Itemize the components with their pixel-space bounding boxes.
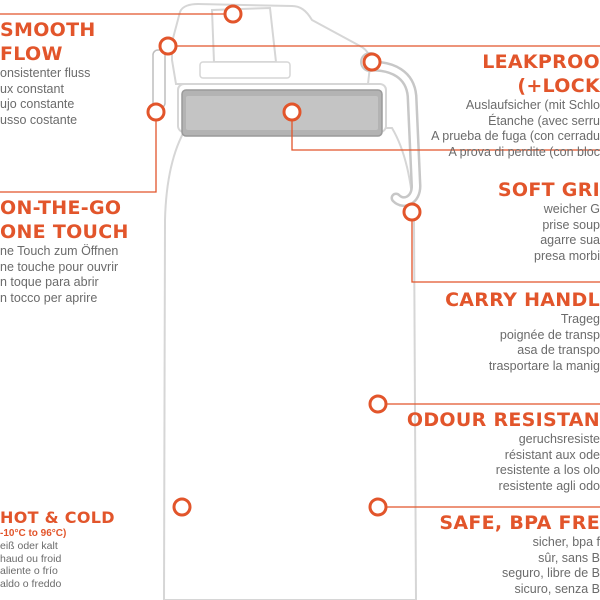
on-the-go-title-2: ONE TOUCH	[0, 221, 129, 243]
on-the-go-line: n toque para abrir	[0, 275, 99, 289]
bpa-line: sicher, bpa f	[532, 535, 600, 549]
bpa-line: sicuro, senza B	[514, 581, 600, 596]
leakproof-line: A prueba de fuga (con cerradu	[431, 129, 600, 143]
callout-dot-handle	[402, 202, 422, 222]
hot-cold-line: aldo o freddo	[0, 577, 62, 590]
on-the-go-title-1: ON-THE-GO	[0, 197, 122, 219]
carry-handle-line: poignée de transp	[499, 327, 600, 342]
smooth-flow-title-2: FLOW	[0, 43, 63, 65]
bpa-line: sûr, sans B	[538, 550, 600, 565]
feature-on-the-go: ON-THE-GO ONE TOUCH ne Touch zum Öffnen …	[0, 196, 129, 306]
bpa-title: SAFE, BPA FRE	[439, 512, 600, 534]
bottle-spout	[210, 6, 278, 63]
leakproof-line: Étanche (avec serru	[488, 113, 600, 128]
smooth-flow-title-1: SMOOTH	[0, 19, 96, 41]
callout-dot-bpa	[368, 497, 388, 517]
carry-handle-title: CARRY HANDL	[445, 289, 600, 311]
callout-lines	[0, 13, 600, 508]
callout-dot-lid	[158, 36, 178, 56]
carry-handle-line: Trageg	[560, 312, 600, 326]
odour-line: geruchsresiste	[518, 432, 600, 446]
soft-grip-line: presa morbi	[534, 248, 600, 263]
callout-dot-lock	[362, 52, 382, 72]
bottle-body	[162, 127, 418, 600]
on-the-go-line: ne Touch zum Öffnen	[0, 244, 119, 258]
callout-dot-odour	[368, 394, 388, 414]
odour-line: résistant aux ode	[504, 447, 600, 462]
on-the-go-line: ne touche pour ouvrir	[0, 259, 119, 274]
feature-carry-handle: CARRY HANDL Trageg poignée de transp asa…	[445, 288, 600, 374]
soft-grip-line: weicher G	[543, 202, 600, 216]
feature-smooth-flow: SMOOTH FLOW onsistenter fluss ux constan…	[0, 18, 96, 128]
hot-cold-line: eiß oder kalt	[0, 540, 58, 552]
callout-dots	[146, 4, 422, 517]
hot-cold-title: HOT & COLD	[0, 508, 115, 527]
soft-grip-title: SOFT GRI	[497, 179, 600, 201]
feature-leakproof: LEAKPROO (+LOCK Auslaufsicher (mit Schlo…	[431, 50, 600, 160]
soft-grip-line: agarre sua	[540, 233, 600, 247]
lid-latch	[152, 49, 166, 109]
feature-odour-resistant: ODOUR RESISTAN geruchsresiste résistant …	[407, 408, 600, 494]
callout-dot-hot-cold	[172, 497, 192, 517]
leakproof-title-2: (+LOCK	[517, 75, 600, 97]
callout-dot-spout	[223, 4, 243, 24]
hot-cold-line: aliente o frío	[0, 565, 58, 577]
smooth-flow-line: onsistenter fluss	[0, 66, 91, 80]
smooth-flow-line: ux constant	[0, 81, 64, 96]
callout-dot-latch	[146, 102, 166, 122]
soft-grip-line: prise soup	[542, 217, 600, 232]
hot-cold-line: haud ou froid	[0, 552, 62, 565]
on-the-go-line: n tocco per aprire	[0, 290, 98, 305]
odour-line: resistente agli odo	[498, 478, 600, 493]
carry-handle-line: trasportare la manig	[488, 358, 600, 373]
leakproof-line: Auslaufsicher (mit Schlo	[465, 98, 600, 112]
bpa-line: seguro, libre de B	[502, 566, 600, 580]
leakproof-line: A prova di perdite (con bloc	[448, 144, 600, 159]
leakproof-title-1: LEAKPROO	[482, 51, 600, 73]
odour-title: ODOUR RESISTAN	[406, 409, 600, 431]
feature-soft-grip: SOFT GRI weicher G prise soup agarre sua…	[498, 178, 600, 264]
odour-line: resistente a los olo	[495, 463, 600, 477]
feature-hot-cold: HOT & COLD -10°C to 96°C) eiß oder kalt …	[0, 508, 115, 590]
callout-dot-grip	[282, 102, 302, 122]
hot-cold-range: -10°C to 96°C)	[0, 528, 67, 539]
smooth-flow-line: usso costante	[0, 112, 78, 127]
feature-bpa-free: SAFE, BPA FRE sicher, bpa f sûr, sans B …	[439, 511, 600, 597]
smooth-flow-line: ujo constante	[0, 97, 75, 111]
carry-handle-line: asa de transpo	[517, 343, 600, 357]
